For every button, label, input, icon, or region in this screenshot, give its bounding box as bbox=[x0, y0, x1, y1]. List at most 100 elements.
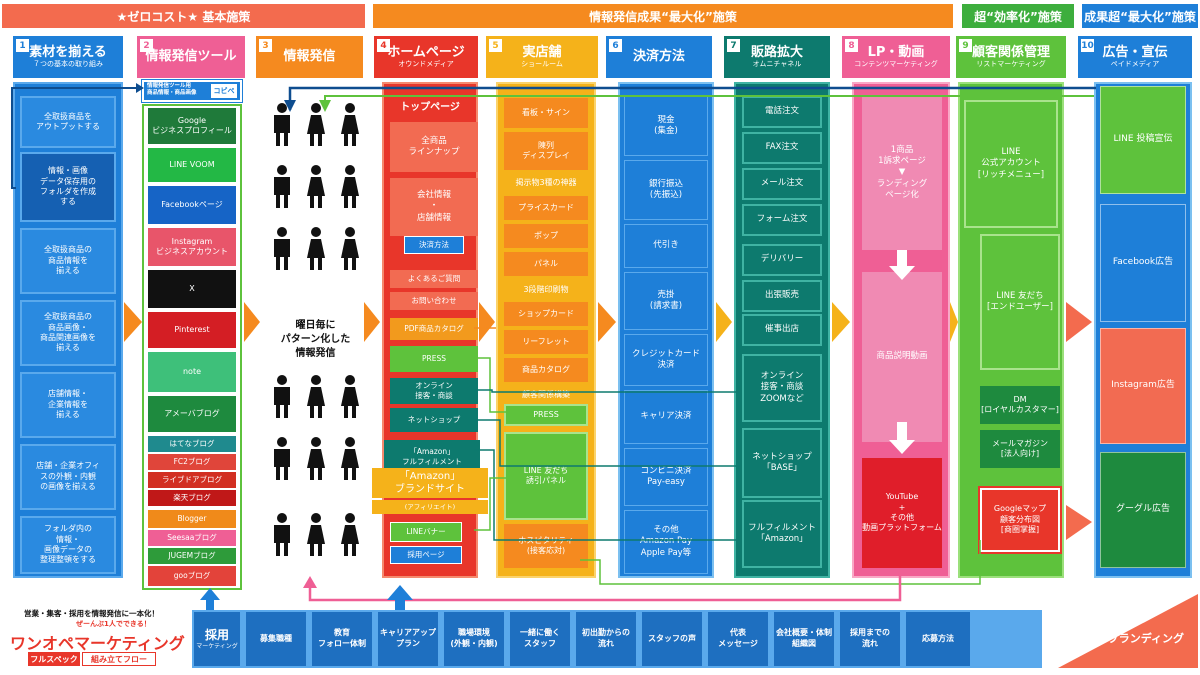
homepage-item: (アフィリエイト) bbox=[372, 500, 488, 514]
store-item: 陳列 ディスプレイ bbox=[504, 132, 588, 170]
column-header: 決済方法 bbox=[606, 36, 712, 78]
copy-paste-header: 情報発信ツール用 商品情報・商品画像 コピペ bbox=[141, 79, 243, 103]
recruit-up-arrow-shaft bbox=[395, 598, 405, 612]
product-video-box: 商品説明動画 bbox=[862, 272, 942, 442]
person-icon bbox=[307, 375, 325, 418]
up-arrow-icon bbox=[200, 588, 220, 600]
homepage-item: オンライン 接客・商談 bbox=[390, 378, 478, 404]
column-number: 1 bbox=[16, 39, 29, 52]
branding-label: ブランディング bbox=[1107, 632, 1184, 645]
top-page-title: トップページ bbox=[400, 101, 460, 113]
person-icon bbox=[274, 375, 290, 418]
google-map-box: Googleマップ 顧客分布図 [商圏掌握] bbox=[978, 486, 1062, 554]
tool-item: FC2ブログ bbox=[148, 454, 236, 470]
column-subtitle: コンテンツマーケティング bbox=[854, 60, 938, 69]
tool-item: Blogger bbox=[148, 510, 236, 528]
homepage-item: 全商品 ラインナップ bbox=[390, 122, 478, 172]
column-subtitle: ショールーム bbox=[521, 60, 563, 69]
column-title: 素材を揃える bbox=[29, 44, 107, 60]
homepage-item: 決済方法 bbox=[404, 236, 464, 254]
ad-item: Facebook広告 bbox=[1100, 204, 1186, 322]
video-down-arrow-icon bbox=[889, 440, 915, 454]
column-subtitle: ペイドメディア bbox=[1110, 60, 1160, 69]
column-number: 10 bbox=[1081, 39, 1094, 52]
people-icon-grid bbox=[274, 103, 359, 556]
lp-down-arrow-icon bbox=[889, 266, 915, 280]
person-icon bbox=[341, 103, 359, 146]
logo-badge-flow: 組み立てフロー bbox=[82, 652, 156, 666]
recruit-label: 採用 マーケティング bbox=[192, 610, 242, 668]
logo-tagline: 営業・集客・採用を情報発信に一本化！ bbox=[24, 609, 159, 618]
column-number: 8 bbox=[845, 39, 858, 52]
tool-item: Google ビジネスプロフィール bbox=[148, 108, 236, 144]
copy-paste-badge: コピペ bbox=[211, 84, 237, 98]
broadcast-pattern-text: 曜日毎に パターン化した 情報発信 bbox=[262, 310, 369, 370]
person-icon bbox=[274, 165, 290, 208]
homepage-item: よくあるご質問 bbox=[390, 270, 478, 288]
tool-item: X bbox=[148, 270, 236, 308]
homepage-item: LINEバナー bbox=[390, 522, 462, 542]
person-icon bbox=[341, 437, 359, 480]
column-subtitle: ７つの基本の取り組み bbox=[33, 60, 103, 69]
column-title: ホームページ bbox=[387, 44, 465, 60]
column-title: 情報発信 bbox=[283, 48, 336, 64]
landing-page-box: 1商品 1訴求ページ ▼ ランディング ページ化 bbox=[862, 96, 942, 250]
homepage-item: 会社情報 ・ 店舗情報 bbox=[390, 178, 478, 236]
video-arrow-shaft bbox=[897, 422, 907, 442]
material-item: フォルダ内の 情報・ 画像データの 整理整頓をする bbox=[20, 516, 116, 574]
store-item: 掲示物3種の神器 bbox=[504, 172, 588, 194]
channel-item: ネットショップ 「BASE」 bbox=[742, 428, 822, 498]
column-subtitle: オウンドメディア bbox=[398, 60, 454, 69]
ad-item: グーグル広告 bbox=[1100, 452, 1186, 568]
tool-item: ライブドアブログ bbox=[148, 472, 236, 488]
logo-name: ワンオペマーケティング bbox=[10, 634, 185, 653]
recruit-item: 応募方法 bbox=[904, 610, 972, 668]
person-icon bbox=[307, 227, 325, 270]
material-item: 全取扱商品の 商品画像・ 商品関連画像を 揃える bbox=[20, 300, 116, 366]
store-item: 商品カタログ bbox=[504, 358, 588, 382]
column-header: 実店舗ショールーム bbox=[486, 36, 598, 78]
chevron-right-icon bbox=[479, 302, 495, 342]
store-item: ポップ bbox=[504, 224, 588, 248]
logo-badge-fullspec: フルスペック bbox=[28, 652, 80, 666]
payment-item: 銀行振込 (先振込) bbox=[624, 160, 708, 220]
band-zero-cost: ★ゼロコスト★ 基本施策 bbox=[2, 4, 365, 28]
payment-item: キャリア決済 bbox=[624, 390, 708, 444]
logo-area: 営業・集客・採用を情報発信に一本化！ ぜーんぶ1人でできる！ ワンオペマーケティ… bbox=[10, 608, 190, 670]
store-item: プライスカード bbox=[504, 196, 588, 220]
recruit-item: 採用までの 流れ bbox=[838, 610, 902, 668]
recruit-item: 会社概要・体制 組織図 bbox=[772, 610, 836, 668]
person-icon bbox=[341, 227, 359, 270]
youtube-box: YouTube + その他 動画プラットフォーム bbox=[862, 458, 942, 568]
tool-item: Facebookページ bbox=[148, 186, 236, 224]
material-item: 店舗情報・ 企業情報を 揃える bbox=[20, 372, 116, 438]
person-icon bbox=[274, 227, 290, 270]
tool-item: はてなブログ bbox=[148, 436, 236, 452]
chevron-right-icon bbox=[364, 302, 380, 342]
ad-item: Instagram広告 bbox=[1100, 328, 1186, 444]
channel-item: 出張販売 bbox=[742, 280, 822, 312]
channel-item: フォーム注文 bbox=[742, 204, 822, 236]
copy-paste-label: 情報発信ツール用 商品情報・商品画像 bbox=[147, 83, 197, 96]
band-efficiency: 超“効率化”施策 bbox=[962, 4, 1074, 28]
column-title: 実店舗 bbox=[522, 44, 562, 60]
person-icon bbox=[274, 103, 290, 146]
tool-item: 楽天ブログ bbox=[148, 490, 236, 506]
channel-item: フルフィルメント 「Amazon」 bbox=[742, 500, 822, 568]
recruit-sub: マーケティング bbox=[196, 643, 238, 651]
payment-item: 売掛 (請求書) bbox=[624, 272, 708, 330]
column-subtitle: リストマーケティング bbox=[976, 60, 1046, 69]
chevron-right-icon bbox=[124, 302, 142, 342]
column-subtitle: オムニチャネル bbox=[752, 60, 802, 69]
material-item: 全取扱商品を アウトプットする bbox=[20, 96, 116, 148]
recruit-item: 一緒に働く スタッフ bbox=[508, 610, 572, 668]
person-icon bbox=[307, 513, 325, 556]
homepage-item: ネットショップ bbox=[390, 408, 478, 432]
channel-item: 電話注文 bbox=[742, 96, 822, 128]
store-item: PRESS bbox=[504, 404, 588, 426]
store-item: リーフレット bbox=[504, 330, 588, 354]
recruit-item: 職場環境 (外観・内観) bbox=[442, 610, 506, 668]
channel-item: 催事出店 bbox=[742, 314, 822, 346]
column-number: 5 bbox=[489, 39, 502, 52]
tool-item: アメーバブログ bbox=[148, 396, 236, 432]
